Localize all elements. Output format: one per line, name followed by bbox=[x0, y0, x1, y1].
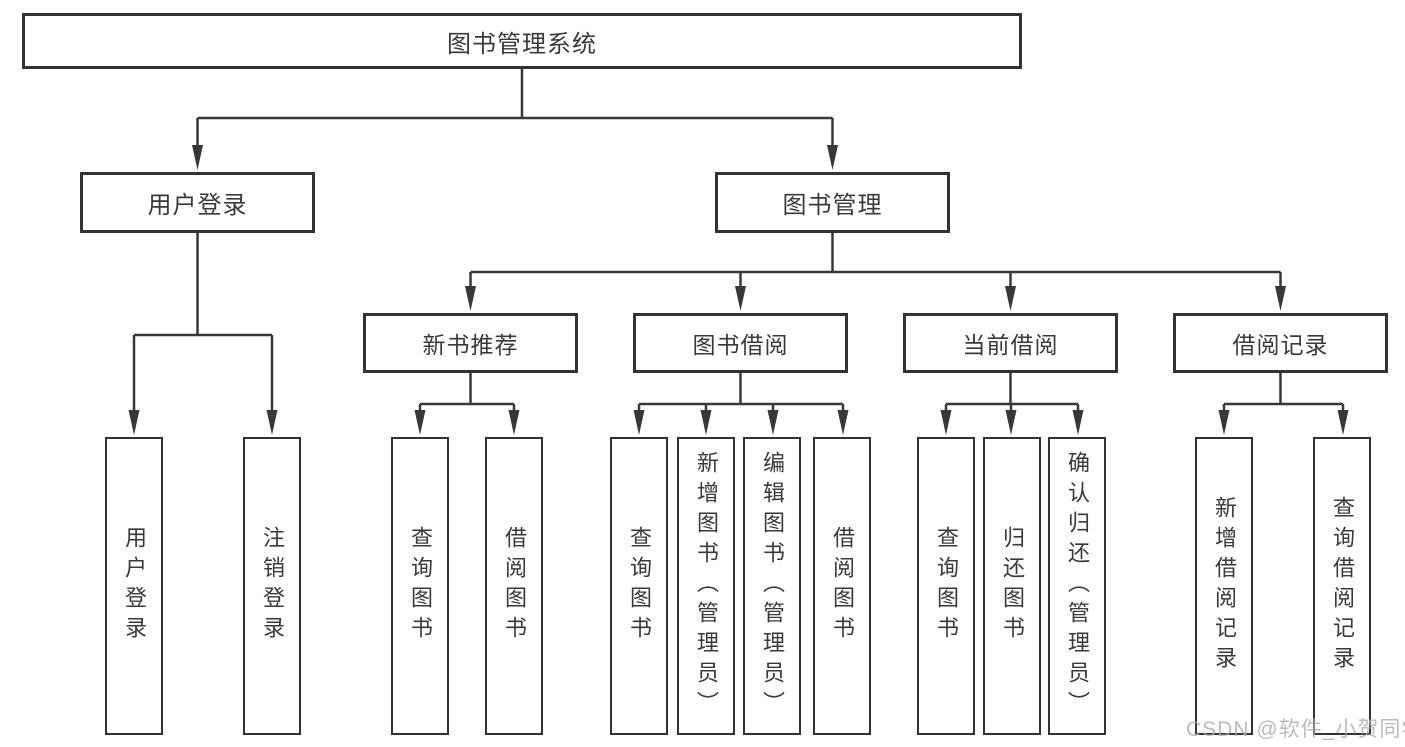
leaf-confirm-return-admin: 确认归还（管理员） bbox=[1048, 437, 1106, 735]
node-library-system: 图书管理系统 bbox=[22, 13, 1022, 69]
leaf-query-books-recommend: 查询图书 bbox=[391, 437, 449, 735]
node-user-login: 用户登录 bbox=[80, 172, 315, 233]
csdn-watermark: CSDN @软件_小贺同学 bbox=[1186, 718, 1405, 741]
leaf-query-books-borrowing: 查询图书 bbox=[610, 437, 668, 735]
leaf-borrow-books: 借阅图书 bbox=[813, 437, 871, 735]
arrowheads bbox=[128, 145, 1349, 435]
leaf-edit-books-admin: 编辑图书（管理员） bbox=[743, 437, 801, 735]
node-book-borrowing: 图书借阅 bbox=[633, 313, 848, 373]
leaf-add-books-admin: 新增图书（管理员） bbox=[677, 437, 735, 735]
leaf-return-books: 归还图书 bbox=[983, 437, 1041, 735]
leaf-query-borrow-record: 查询借阅记录 bbox=[1313, 437, 1371, 735]
leaf-logout: 注销登录 bbox=[243, 437, 301, 735]
node-current-borrowing: 当前借阅 bbox=[903, 313, 1118, 373]
leaf-borrow-books-recommend: 借阅图书 bbox=[485, 437, 543, 735]
leaf-query-books-current: 查询图书 bbox=[917, 437, 975, 735]
leaf-add-borrow-record: 新增借阅记录 bbox=[1195, 437, 1253, 735]
node-new-book-recommend: 新书推荐 bbox=[363, 313, 578, 373]
leaf-user-login: 用户登录 bbox=[105, 437, 163, 735]
node-book-management: 图书管理 bbox=[715, 172, 950, 233]
node-borrowing-records: 借阅记录 bbox=[1173, 313, 1388, 373]
